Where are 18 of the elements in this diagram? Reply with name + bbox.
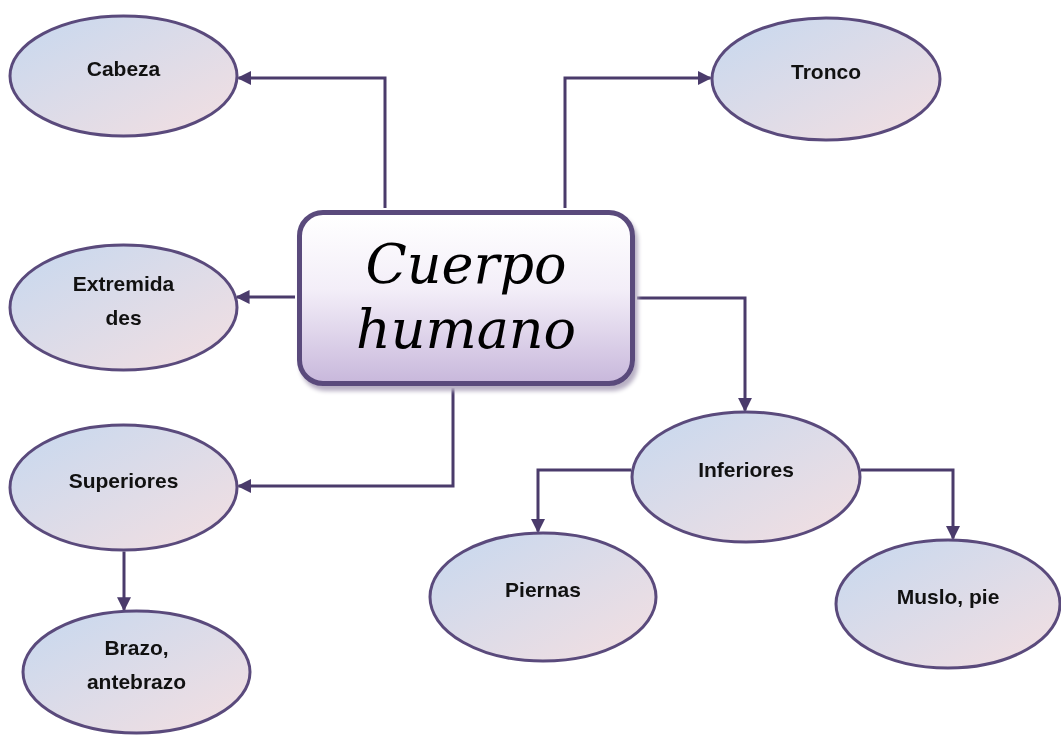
arrow [563, 71, 712, 208]
concept-label: Cabeza [86, 56, 161, 83]
arrow [237, 71, 387, 208]
concept-label: Inferiores [698, 457, 794, 484]
concept-label: Muslo, pie [895, 584, 1001, 611]
arrow [235, 290, 295, 304]
concept-label: Piernas [505, 577, 581, 604]
title-box [297, 210, 635, 386]
arrow [237, 388, 455, 493]
title-text: Cuerpo humano [354, 233, 578, 363]
concept-label: Extremida des [71, 270, 176, 331]
arrow [531, 468, 632, 533]
concept-label: Superiores [68, 467, 179, 494]
arrow [117, 551, 131, 612]
concept-label: Tronco [791, 59, 861, 86]
arrow [860, 468, 960, 540]
concept-label: Brazo, antebrazo [85, 635, 188, 695]
arrow [637, 296, 752, 412]
